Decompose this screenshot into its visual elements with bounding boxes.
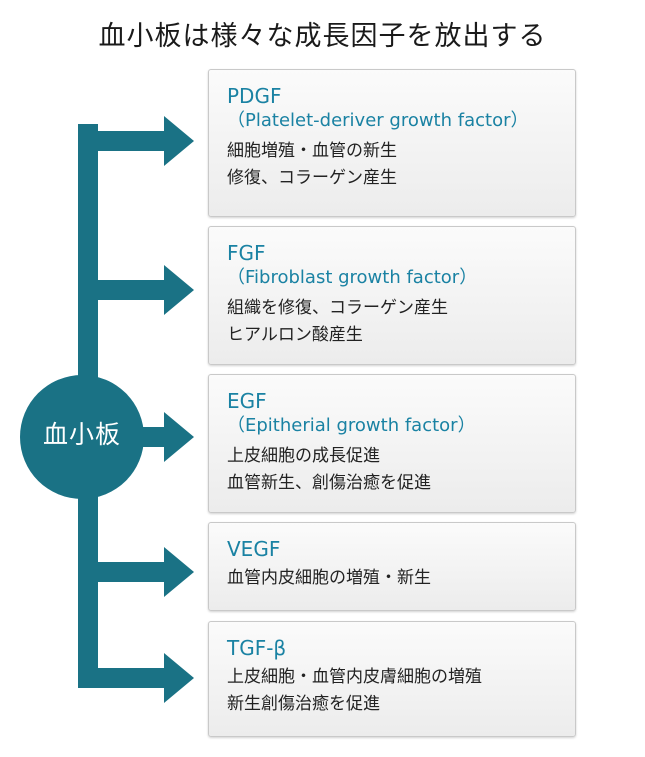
factor-fullname: （Platelet-deriver growth factor）: [227, 110, 529, 131]
arrow-fgf: [164, 265, 194, 315]
factor-card-fgf: FGF （Fibroblast growth factor） 組織を修復、コラー…: [208, 226, 576, 365]
factor-name: VEGF: [227, 537, 281, 561]
factor-card-tgf-beta: TGF-β 上皮細胞・血管内皮膚細胞の増殖 新生創傷治癒を促進: [208, 621, 576, 737]
factor-name: TGF-β: [227, 636, 287, 660]
description-line: 上皮細胞・血管内皮膚細胞の増殖: [227, 667, 482, 687]
branch-pdgf: [78, 131, 166, 151]
factor-fullname: （Fibroblast growth factor）: [227, 267, 478, 288]
factor-description: 細胞増殖・血管の新生 修復、コラーゲン産生: [227, 138, 575, 192]
description-line: 新生創傷治癒を促進: [227, 694, 380, 714]
branch-tgf: [78, 668, 166, 688]
description-line: 血管内皮細胞の増殖・新生: [227, 568, 431, 588]
arrow-pdgf: [164, 116, 194, 166]
factor-name: FGF: [227, 241, 266, 265]
factor-description: 上皮細胞・血管内皮膚細胞の増殖 新生創傷治癒を促進: [227, 664, 575, 718]
hub-label: 血小板: [42, 420, 121, 449]
factor-fullname: （Epitherial growth factor）: [227, 415, 476, 436]
factor-card-pdgf: PDGF （Platelet-deriver growth factor） 細胞…: [208, 69, 576, 217]
description-line: ヒアルロン酸産生: [227, 325, 363, 345]
factor-description: 上皮細胞の成長促進 血管新生、創傷治癒を促進: [227, 443, 575, 497]
branch-vegf: [78, 562, 166, 582]
factor-description: 組織を修復、コラーゲン産生 ヒアルロン酸産生: [227, 295, 575, 349]
description-line: 血管新生、創傷治癒を促進: [227, 473, 431, 493]
branch-fgf: [78, 280, 166, 300]
page-title: 血小板は様々な成長因子を放出する: [98, 21, 547, 52]
factor-name: PDGF: [227, 84, 282, 108]
arrow-egf: [164, 412, 194, 462]
arrow-vegf: [164, 547, 194, 597]
arrow-tgf: [164, 653, 194, 703]
description-line: 上皮細胞の成長促進: [227, 446, 380, 466]
factor-card-vegf: VEGF 血管内皮細胞の増殖・新生: [208, 522, 576, 611]
factor-card-egf: EGF （Epitherial growth factor） 上皮細胞の成長促進…: [208, 374, 576, 513]
description-line: 修復、コラーゲン産生: [227, 168, 397, 188]
description-line: 組織を修復、コラーゲン産生: [227, 298, 448, 318]
factor-name: EGF: [227, 389, 267, 413]
factor-description: 血管内皮細胞の増殖・新生: [227, 565, 575, 592]
hub-circle: [20, 375, 144, 499]
description-line: 細胞増殖・血管の新生: [227, 141, 397, 161]
